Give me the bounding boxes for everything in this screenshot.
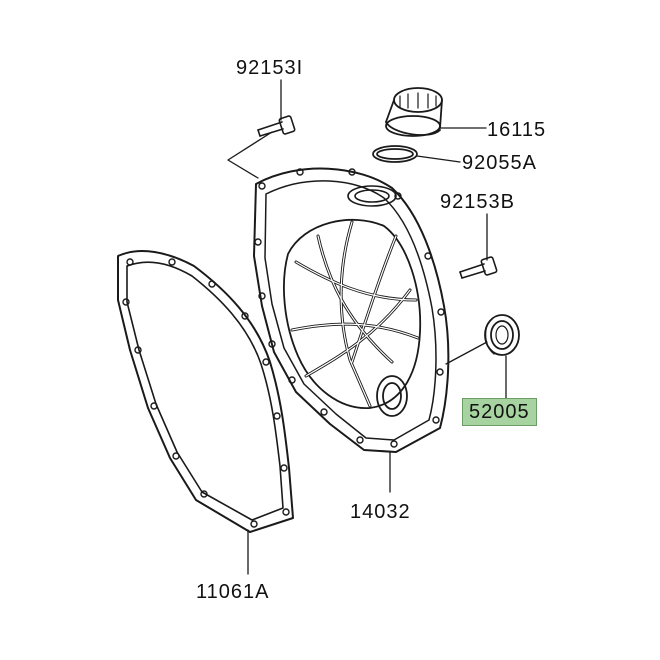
filler-cap-16115 — [385, 87, 443, 137]
part-label-92153I: 92153I — [236, 57, 304, 79]
oil-seal-52005 — [484, 314, 520, 356]
part-label-11061A: 11061A — [196, 581, 270, 603]
gasket-11061A — [117, 250, 294, 533]
cover-bolt-bosses — [254, 168, 445, 448]
part-label-92055A: 92055A — [462, 152, 537, 174]
gasket-outer-edge — [117, 250, 294, 533]
part-label-16115: 16115 — [487, 119, 547, 141]
cover-outer-flange — [253, 167, 450, 453]
bolt-92153I — [257, 115, 296, 137]
part-label-14032: 14032 — [350, 501, 411, 523]
part-label-92153B: 92153B — [440, 191, 515, 213]
clutch-cover-14032 — [253, 167, 450, 453]
part-label-52005-highlighted: 52005 — [462, 398, 537, 426]
seal-bore — [376, 375, 408, 417]
filler-port-boss — [347, 185, 397, 207]
gasket-inner-edge — [126, 261, 284, 521]
cover-ribs-inner — [291, 221, 419, 407]
cover-inner-flange — [264, 180, 437, 441]
bolt-92153B — [459, 256, 498, 279]
o-ring-92055A — [372, 145, 418, 163]
leader-lines — [227, 79, 507, 575]
gasket-bolt-holes — [122, 258, 290, 528]
